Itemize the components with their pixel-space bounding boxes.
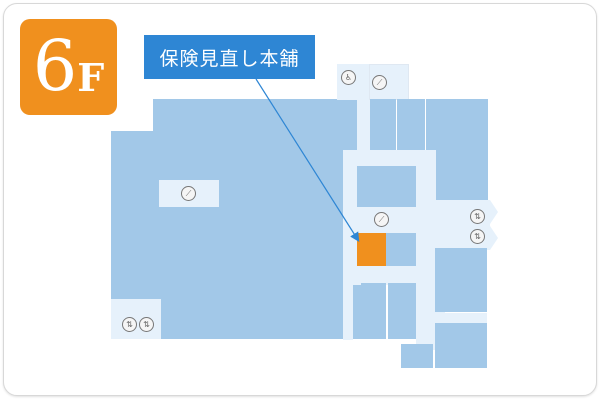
room-lower-1[interactable] [361, 283, 386, 339]
room-top-2[interactable] [397, 99, 425, 150]
elevator-pointer [490, 200, 498, 224]
room-lower-2[interactable] [388, 283, 416, 339]
corridor-central-lower [343, 280, 353, 340]
room-bottom-1[interactable] [401, 344, 433, 368]
restroom-icon[interactable]: ♿ [341, 70, 356, 85]
room-top-3[interactable] [426, 99, 488, 207]
elevator-icon[interactable]: ⇅ [122, 317, 137, 332]
room-right-mid[interactable] [435, 248, 487, 312]
elevator-area-bottom-left [111, 299, 161, 339]
store-label[interactable]: 保険見直し本舗 [144, 35, 315, 79]
elevator-icon[interactable]: ⇅ [470, 209, 485, 224]
room-central-lower[interactable] [386, 233, 416, 266]
room-central-upper[interactable] [357, 166, 416, 207]
service-area-top [357, 64, 370, 156]
escalator-icon[interactable]: ⟋ [181, 186, 196, 201]
escalator-icon[interactable]: ⟋ [374, 212, 389, 227]
room-main-left[interactable] [153, 99, 358, 134]
corridor-lower-h [435, 313, 487, 323]
store-highlight[interactable] [357, 233, 386, 266]
elevator-icon[interactable]: ⇅ [470, 229, 485, 244]
floor-suffix: F [77, 55, 105, 100]
room-bottom-2[interactable] [435, 323, 487, 368]
escalator-icon[interactable]: ⟋ [372, 75, 387, 90]
room-top-1[interactable] [370, 99, 396, 150]
elevator-pointer [490, 226, 498, 250]
elevator-icon[interactable]: ⇅ [139, 317, 154, 332]
floor-number: 6 [32, 25, 78, 107]
room-main-left-lower[interactable] [357, 280, 361, 339]
corridor-lower [416, 280, 435, 350]
